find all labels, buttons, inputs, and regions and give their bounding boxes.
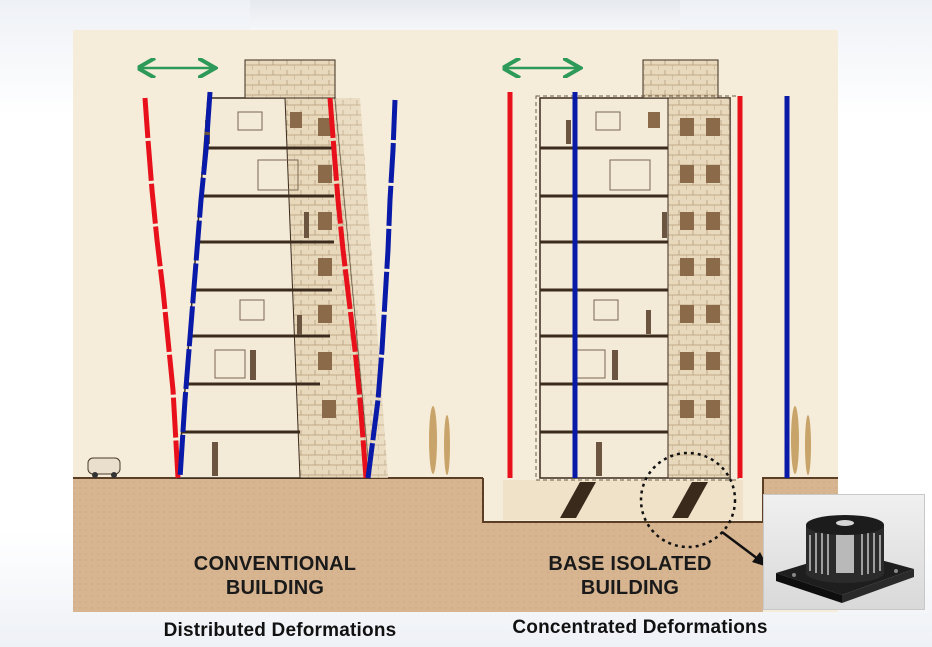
conventional-title-line2: BUILDING [225, 577, 325, 599]
trees [429, 406, 811, 475]
isolation-moat [503, 480, 743, 520]
conventional-subtitle: Distributed Deformations [163, 620, 397, 641]
isolated-title-line2: BUILDING [580, 577, 680, 599]
conventional-deformation-lines [142, 91, 398, 479]
parked-car [87, 457, 121, 478]
isolator-bearings [560, 482, 708, 518]
base-isolated-building [535, 59, 739, 518]
background-photo-strip [250, 0, 680, 30]
isolation-bearing-photo [763, 494, 925, 610]
isolated-deformation-lines [507, 92, 790, 478]
isolation-bearing-icon [776, 515, 914, 603]
base-isolated-building-title: BASE ISOLATED BUILDING [505, 552, 755, 600]
conventional-title-line1: CONVENTIONAL [193, 553, 357, 575]
conventional-building-title: CONVENTIONAL BUILDING [150, 552, 400, 600]
isolated-subtitle: Concentrated Deformations [512, 617, 768, 638]
isolated-title-line1: BASE ISOLATED [548, 553, 712, 575]
conventional-building [177, 59, 388, 479]
ground [73, 477, 838, 612]
